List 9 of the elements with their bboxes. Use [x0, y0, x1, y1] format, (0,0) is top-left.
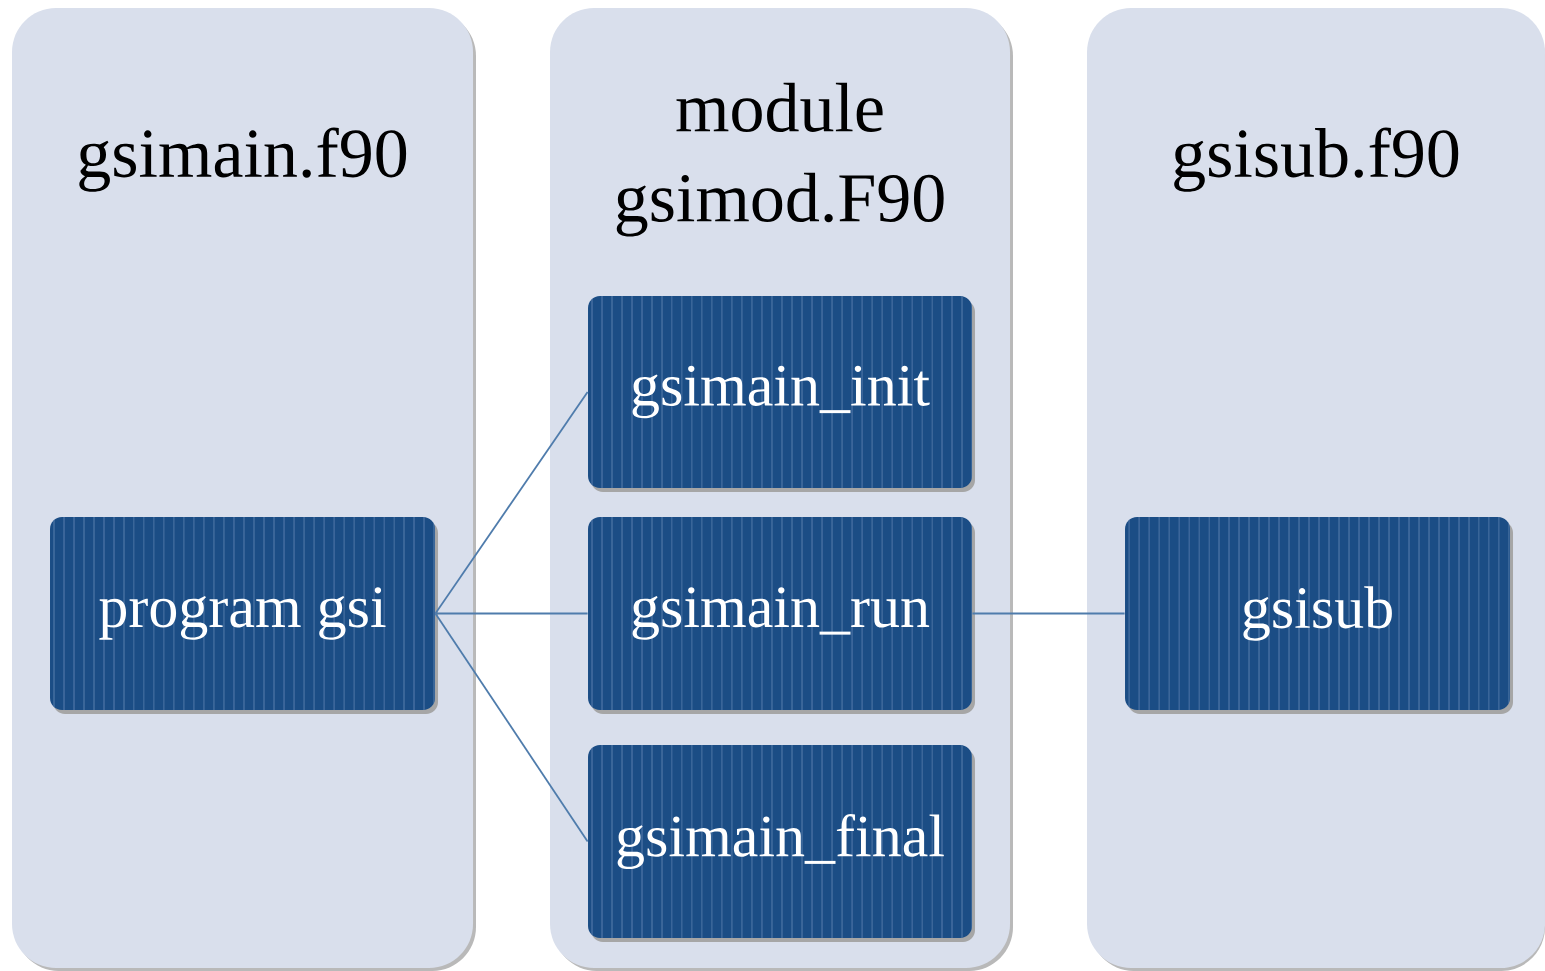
- process-box: gsimain_init: [588, 296, 975, 492]
- connector-line: [971, 612, 1126, 615]
- process-box: gsisub: [1125, 517, 1513, 714]
- process-box: gsimain_run: [588, 517, 975, 714]
- connector-line: [434, 612, 589, 615]
- process-box: gsimain_final: [588, 745, 975, 942]
- connector-line: [434, 391, 589, 615]
- process-box: program gsi: [50, 517, 438, 714]
- connector-line: [434, 612, 589, 843]
